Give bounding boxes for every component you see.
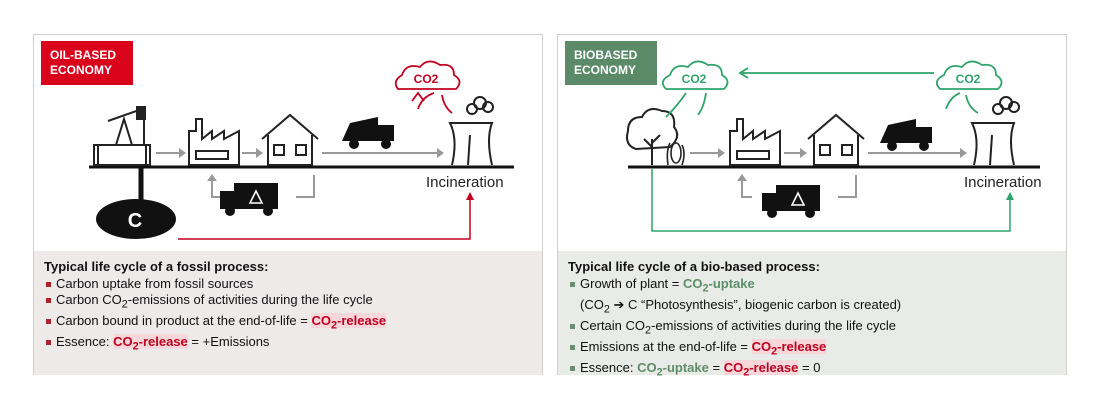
- list-item: Essence: CO2-uptake = CO2-release = 0: [568, 359, 1056, 381]
- badge-line-1: BIOBASED: [574, 48, 638, 62]
- process-arrows: [690, 148, 967, 198]
- co2-cloud-icon-left: [661, 60, 729, 90]
- carbon-label: C: [128, 210, 142, 232]
- biobased-info: Typical life cycle of a bio-based proces…: [558, 251, 1066, 378]
- corn-icon: [666, 142, 685, 166]
- co2-cloud-label-left: CO2: [682, 72, 707, 86]
- recycling-truck-icon: [762, 185, 820, 218]
- incinerator-icon: [970, 96, 1020, 166]
- carbon-release-path: [178, 192, 474, 240]
- list-item: Certain CO2-emissions of activities duri…: [568, 318, 1056, 339]
- biobased-badge: BIOBASED ECONOMY: [565, 41, 657, 85]
- garbage-truck-icon: [880, 119, 932, 151]
- co2-cloud-label-right: CO2: [956, 72, 981, 86]
- biobased-diagram: CO2 CO2 Incineration: [626, 60, 1042, 232]
- info-list: Carbon uptake from fossil sources Carbon…: [44, 276, 532, 356]
- incineration-label: Incineration: [426, 174, 504, 191]
- co2-cycle-arrows: [665, 67, 979, 118]
- oil-based-diagram: C: [89, 60, 514, 240]
- info-heading: Typical life cycle of a bio-based proces…: [568, 259, 820, 274]
- co2-cloud-label: CO2: [414, 72, 439, 86]
- list-item: Carbon CO2-emissions of activities durin…: [44, 292, 532, 313]
- co2-cloud-icon: [394, 60, 461, 90]
- carbon-deposit: [96, 199, 176, 239]
- info-list: Growth of plant = CO2-uptake (CO2 ➔ C “P…: [568, 276, 1056, 381]
- info-heading: Typical life cycle of a fossil process:: [44, 259, 269, 274]
- biogenic-carbon-path: [651, 169, 1014, 232]
- process-arrows: [156, 148, 444, 198]
- badge-line-2: ECONOMY: [50, 63, 113, 77]
- co2-cloud-icon-right: [935, 60, 1003, 90]
- oil-based-badge: OIL-BASED ECONOMY: [41, 41, 133, 85]
- house-icon: [261, 113, 319, 166]
- badge-line-2: ECONOMY: [574, 63, 637, 77]
- garbage-truck-icon: [342, 117, 394, 149]
- recycling-truck-icon: [220, 183, 278, 216]
- oil-based-info: Typical life cycle of a fossil process: …: [34, 251, 542, 375]
- factory-icon: [188, 118, 240, 166]
- list-item: Growth of plant = CO2-uptake: [568, 276, 1056, 297]
- list-item: Carbon uptake from fossil sources: [44, 276, 532, 293]
- list-item: Carbon bound in product at the end-of-li…: [44, 313, 532, 334]
- list-item: Emissions at the end-of-life = CO2-relea…: [568, 338, 1056, 360]
- incinerator-icon: [448, 96, 494, 166]
- tree-icon: [626, 108, 679, 165]
- list-item-continuation: (CO2 ➔ C “Photosynthesis”, biogenic carb…: [580, 296, 902, 316]
- badge-line-1: OIL-BASED: [50, 48, 116, 62]
- house-icon: [807, 113, 865, 166]
- co2-release-arrows: [411, 91, 453, 114]
- oil-based-panel: C: [33, 34, 543, 375]
- incineration-label: Incineration: [964, 174, 1042, 191]
- list-item: Essence: CO2-release = +Emissions: [44, 334, 532, 355]
- biobased-panel: CO2 CO2 Incineration BIOBASED ECONOMY Ty…: [557, 34, 1067, 378]
- factory-icon: [729, 118, 781, 166]
- oil-pump-icon: [93, 106, 151, 166]
